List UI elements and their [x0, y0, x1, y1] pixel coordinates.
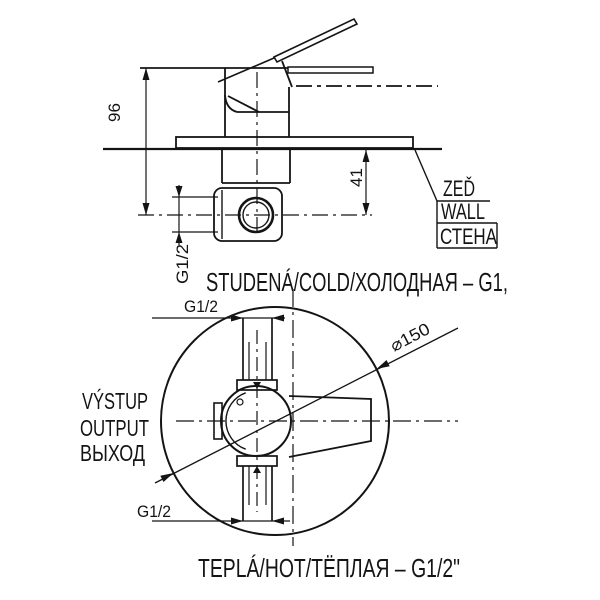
supply-port-side [213, 149, 291, 242]
cold-caption: STUDENÁ/COLD/ХОЛОДНАЯ – G1, [206, 267, 508, 297]
outlet-flange [213, 402, 223, 440]
outlet-label-cz: VÝSTUP [82, 388, 148, 414]
lever-handle-front [288, 395, 372, 458]
wall-callout [414, 149, 498, 249]
dimension-diameter-150 [154, 327, 459, 484]
mounting-plate-side [175, 136, 414, 149]
wall-label-cz: ZEĎ [443, 176, 475, 201]
dim-96-label: 96 [105, 103, 124, 122]
lever-handle-side [217, 17, 359, 83]
wall-leader-line [414, 149, 438, 202]
mounting-plate-circle [160, 306, 390, 536]
hot-caption: TEPLÁ/HOT/ТЁПЛАЯ – G1/2" [198, 553, 460, 583]
dim-g12-side-label: G1/2 [173, 244, 192, 284]
dim-g12-top-label: G1/2 [184, 297, 218, 316]
dimension-41 [362, 150, 370, 215]
dim-41-label: 41 [347, 168, 366, 187]
dim-g12-bottom-label: G1/2 [137, 502, 171, 521]
wall-label-en: WALL [441, 199, 485, 224]
dimension-96 [142, 68, 150, 215]
side-view: 96 41 G1/2 [103, 17, 498, 284]
valve-body-front [213, 382, 292, 473]
dim-diameter-label: ⌀150 [387, 319, 433, 355]
wall-label-ru: СТЕНА [440, 224, 497, 249]
top-supply-pipe [236, 318, 278, 391]
dimension-g12-side [172, 185, 218, 245]
dimension-g12-bottom [152, 517, 290, 525]
dimension-g12-top [152, 314, 285, 322]
cover-edge-bar [287, 66, 374, 74]
outlet-label-ru: ВЫХОД [80, 440, 145, 466]
front-view: ⌀150 G1/2 G1/2 VÝSTUP OUTPUT ВЫХОД [80, 289, 459, 546]
outlet-label-en: OUTPUT [80, 415, 149, 441]
